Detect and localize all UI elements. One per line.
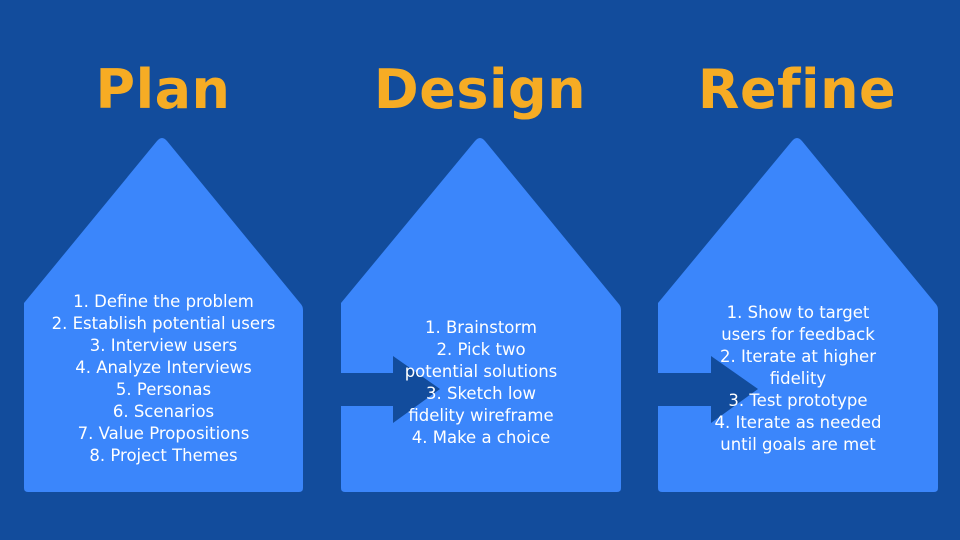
- refine-title: Refine: [697, 58, 897, 121]
- refine-steps-list: 1. Show to target users for feedback 2. …: [658, 302, 938, 456]
- design-step: 4. Make a choice: [411, 428, 551, 447]
- plan-to-design-arrow: [303, 356, 440, 423]
- refine-step: 4. Iterate as needed: [714, 413, 882, 432]
- refine-step: until goals are met: [720, 435, 876, 454]
- design-title: Design: [373, 58, 587, 121]
- plan-step: 2. Establish potential users: [51, 314, 276, 333]
- plan-step: 5. Personas: [115, 380, 212, 399]
- design-steps-list: 1. Brainstorm 2. Pick two potential solu…: [341, 317, 621, 449]
- design-step: fidelity wireframe: [408, 406, 554, 425]
- design-step: 1. Brainstorm: [425, 318, 537, 337]
- refine-step: fidelity: [769, 369, 827, 388]
- design-step: 3. Sketch low: [426, 384, 536, 403]
- refine-step: 1. Show to target: [726, 303, 870, 322]
- refine-step: 3. Test prototype: [728, 391, 868, 410]
- plan-step: 8. Project Themes: [89, 446, 238, 465]
- refine-step: users for feedback: [721, 325, 875, 344]
- plan-step: 7. Value Propositions: [77, 424, 250, 443]
- plan-step: 3. Interview users: [89, 336, 238, 355]
- plan-step: 6. Scenarios: [112, 402, 215, 421]
- plan-steps-list: 1. Define the problem 2. Establish poten…: [24, 291, 303, 467]
- plan-step: 1. Define the problem: [73, 292, 254, 311]
- design-step: 2. Pick two: [436, 340, 526, 359]
- plan-step: 4. Analyze Interviews: [75, 358, 252, 377]
- plan-house-shape: [24, 138, 303, 492]
- plan-title: Plan: [95, 58, 231, 121]
- design-to-refine-arrow: [621, 356, 758, 423]
- refine-step: 2. Iterate at higher: [720, 347, 876, 366]
- design-step: potential solutions: [404, 362, 558, 381]
